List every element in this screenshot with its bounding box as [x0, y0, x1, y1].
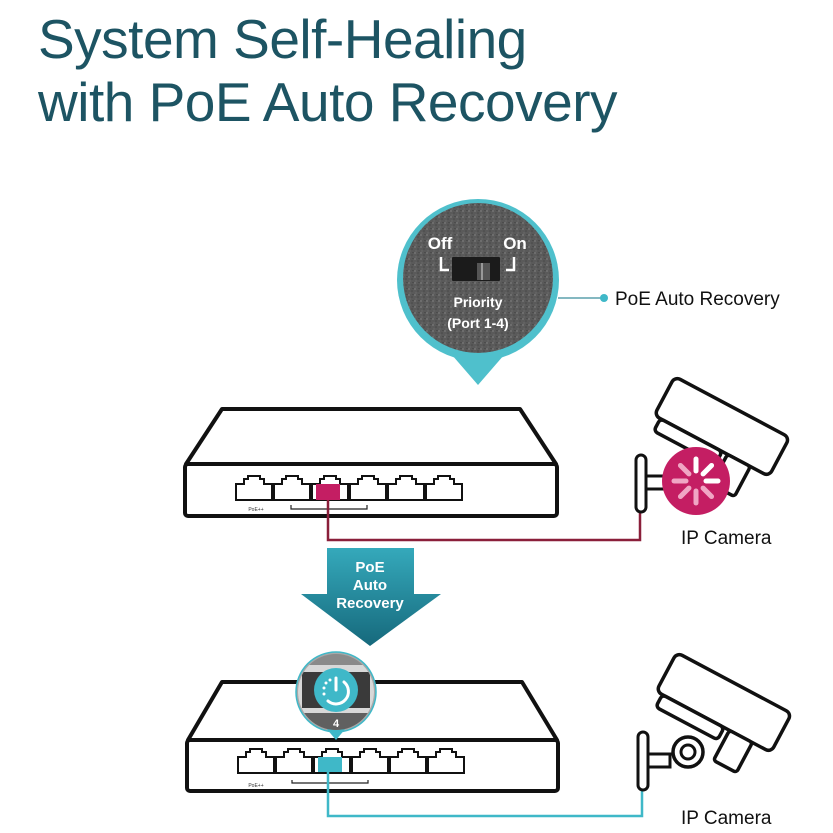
port-group-bracket [291, 780, 369, 784]
arrow-shape [301, 548, 441, 646]
ethernet-port[interactable] [389, 748, 427, 774]
active-port-recovered[interactable] [318, 757, 342, 772]
ethernet-port[interactable] [237, 748, 275, 774]
loading-spinner-icon [671, 456, 721, 506]
off-label: Off [428, 234, 453, 253]
bottom-switch: PoE++ 4 [185, 651, 644, 818]
feature-label: PoE Auto Recovery [615, 289, 780, 310]
spinner-tick [700, 485, 715, 500]
ethernet-port[interactable] [425, 475, 463, 501]
page-title: System Self-Healing with PoE Auto Recove… [38, 8, 618, 134]
arrow-text-line-2: Auto [353, 577, 387, 594]
ethernet-port[interactable] [349, 475, 387, 501]
callout-magnifier: Off On Priority (Port 1-4) PoE Auto Reco… [397, 199, 780, 385]
title-line-1: System Self-Healing [38, 8, 527, 70]
callout-dot [600, 294, 608, 302]
title-line-2: with PoE Auto Recovery [38, 71, 618, 133]
top-camera: IP Camera [634, 376, 790, 549]
top-cable [326, 500, 642, 542]
bottom-camera-label: IP Camera [681, 808, 772, 829]
arrow-text-line-3: Recovery [336, 595, 404, 612]
ethernet-port[interactable] [275, 748, 313, 774]
ethernet-port[interactable] [235, 475, 273, 501]
ethernet-port[interactable] [387, 475, 425, 501]
magnifier-port-number: 4 [333, 718, 340, 730]
switch-label-ports: (Port 1-4) [447, 315, 508, 331]
off-bracket [439, 257, 449, 272]
switch-top-face [184, 407, 558, 466]
spinner-tick [677, 462, 692, 477]
on-label: On [503, 234, 527, 253]
poe-label: PoE++ [248, 507, 263, 513]
arrow-text-line-1: PoE [355, 559, 384, 576]
switch-label-priority: Priority [453, 294, 502, 310]
camera-arm [646, 752, 672, 769]
top-switch: PoE++ [183, 407, 642, 542]
callout-pointer [452, 355, 504, 385]
poe-label: PoE++ [248, 783, 263, 789]
port-magnifier: 4 [295, 651, 377, 740]
dip-switch[interactable] [452, 257, 500, 281]
recovery-arrow: PoE Auto Recovery [301, 548, 441, 646]
bottom-camera: IP Camera [636, 652, 792, 829]
spinner-tick [677, 485, 692, 500]
top-camera-label: IP Camera [681, 528, 772, 549]
ethernet-port[interactable] [351, 748, 389, 774]
ethernet-port[interactable] [273, 475, 311, 501]
on-bracket [506, 257, 516, 272]
spinner-tick [700, 462, 715, 477]
ethernet-port[interactable] [427, 748, 465, 774]
bottom-cable [326, 772, 644, 818]
camera-body [655, 652, 792, 774]
active-port-fault[interactable] [316, 484, 340, 500]
